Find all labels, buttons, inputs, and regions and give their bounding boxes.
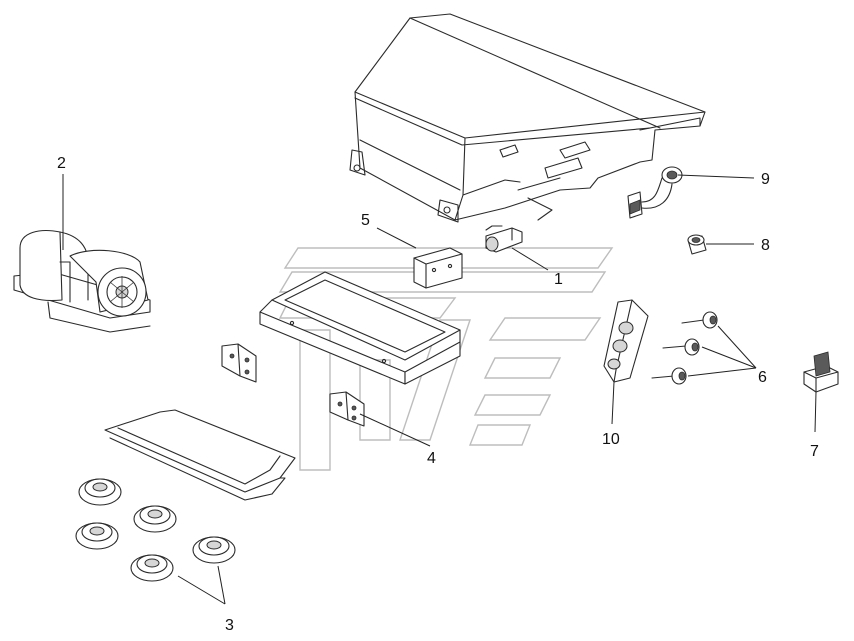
cable-connector — [627, 166, 683, 219]
callout-9: 9 — [761, 171, 770, 188]
callout-10: 10 — [602, 431, 620, 448]
grommet-1 — [78, 478, 122, 506]
callout-3: 3 — [225, 617, 234, 634]
blower-unit — [13, 230, 151, 333]
bracket-right — [329, 391, 365, 427]
tray-frame — [259, 271, 461, 385]
switch-block — [803, 351, 839, 393]
callout-5: 5 — [361, 212, 370, 229]
watermark-logo — [278, 247, 614, 471]
callout-2: 2 — [57, 155, 66, 172]
knob-b — [662, 338, 700, 356]
heater-housing — [349, 13, 706, 223]
leader-lines — [62, 174, 817, 605]
bracket-left — [221, 343, 257, 383]
control-panel — [603, 299, 649, 383]
callout-4: 4 — [427, 450, 436, 467]
grommet-5 — [130, 554, 174, 582]
knob-c — [651, 367, 687, 385]
knob-a — [681, 311, 718, 329]
grommet-4 — [192, 536, 236, 564]
callout-1: 1 — [554, 271, 563, 288]
callout-7: 7 — [810, 443, 819, 460]
knob-set — [651, 311, 718, 385]
grommet-2 — [133, 505, 177, 533]
callout-8: 8 — [761, 237, 770, 254]
mounting-plate — [413, 247, 463, 289]
callout-6: 6 — [758, 369, 767, 386]
grommet-set — [75, 478, 236, 582]
knob — [687, 234, 707, 255]
seal-strip — [104, 409, 296, 501]
valve-sensor — [485, 225, 523, 253]
grommet-3 — [75, 522, 119, 550]
